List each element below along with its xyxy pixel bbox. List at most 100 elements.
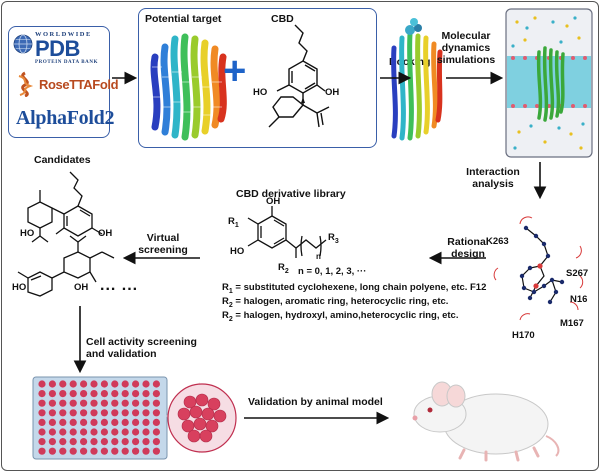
plate-well [38, 390, 46, 398]
residue-m167: M167 [560, 318, 584, 329]
mouse-image [412, 381, 560, 462]
plate-well [132, 418, 140, 426]
library-n-values: n = 0, 1, 2, 3, ··· [298, 266, 367, 277]
plate-well [142, 409, 150, 417]
plate-well [121, 418, 129, 426]
plate-well [38, 438, 46, 446]
plate-well [48, 447, 56, 455]
plate-well [80, 390, 88, 398]
plate-well [152, 399, 160, 407]
plate-well [59, 390, 67, 398]
plate-well [48, 438, 56, 446]
plate-well [111, 438, 119, 446]
plate-well [152, 418, 160, 426]
plate-well [142, 447, 150, 455]
protein-structure-image [150, 33, 227, 141]
plate-well [90, 390, 98, 398]
plate-well [142, 380, 150, 388]
plate-well [152, 438, 160, 446]
plate-well [152, 409, 160, 417]
plate-well [152, 447, 160, 455]
plate-well [80, 409, 88, 417]
plate-well [132, 399, 140, 407]
pdb-logo-bottom: PROTEIN DATA BANK [35, 60, 99, 65]
plate-well [90, 447, 98, 455]
rational-label-1: Rational [447, 236, 489, 248]
plate-well [90, 380, 98, 388]
plate-well [111, 390, 119, 398]
plate-well [121, 399, 129, 407]
plate-well [69, 418, 77, 426]
library-def-r1: R1 = substituted cyclohexene, long chain… [222, 282, 468, 295]
plate-well [142, 418, 150, 426]
plate-well [90, 418, 98, 426]
plate-well [111, 418, 119, 426]
plate-well [142, 438, 150, 446]
plate-well [80, 399, 88, 407]
structure-database-box: WORLDWIDE PDB PROTEIN DATA BANK RoseTTAF… [8, 26, 119, 138]
virtual-label-2: screening [138, 244, 188, 256]
plate-well [152, 428, 160, 436]
plate-well [69, 390, 77, 398]
plate-well [121, 428, 129, 436]
cell-screening-label-2: and validation [86, 348, 157, 360]
target-cbd-box: Potential target CBD + [138, 8, 377, 148]
plate-well [100, 399, 108, 407]
plate-well [59, 428, 67, 436]
plate-well [132, 428, 140, 436]
plate-well [111, 409, 119, 417]
plate-well [80, 447, 88, 455]
plate-well [80, 438, 88, 446]
plate-well [121, 447, 129, 455]
residue-k263: K263 [486, 236, 509, 247]
plate-well [142, 390, 150, 398]
pdb-logo: PDB [35, 36, 80, 61]
library-title: CBD derivative library [236, 188, 346, 200]
plate-well [111, 399, 119, 407]
candidate2-oh-label: OH [74, 282, 89, 293]
cell-screening-label-1: Cell activity screening [86, 336, 197, 348]
plate-well [132, 447, 140, 455]
plate-well [69, 438, 77, 446]
interaction-diagram [493, 216, 584, 321]
virtual-label-1: Virtual [146, 232, 180, 244]
candidate2-ho-label: HO [12, 282, 27, 293]
plate-well [38, 418, 46, 426]
alphafold2-logo: AlphaFold2 [16, 107, 115, 129]
library-def-r2b: R2 = halogen, hydroxyl, amino,heterocycl… [222, 310, 459, 323]
plate-well [132, 390, 140, 398]
potential-target-label: Potential target [145, 13, 222, 25]
cbd-label: CBD [271, 13, 294, 25]
zoom-lens-image [166, 382, 237, 454]
candidate1-oh-label: OH [98, 228, 113, 239]
library-def-r2a: R2 = halogen, aromatic ring, heterocycli… [222, 296, 449, 309]
plate-well [152, 380, 160, 388]
plate-well [59, 447, 67, 455]
plate-well [100, 380, 108, 388]
interaction-label-2: analysis [472, 178, 514, 190]
plate-well [69, 399, 77, 407]
plate-well [38, 447, 46, 455]
plate-well [121, 390, 129, 398]
docked-complex-image [391, 18, 443, 141]
plate-well [100, 390, 108, 398]
plate-well [90, 428, 98, 436]
cbd-oh-label: OH [325, 87, 340, 98]
plate-well [100, 438, 108, 446]
rational-label-2: design [451, 248, 485, 260]
library-r1-label: R1 [228, 216, 239, 229]
pdb-logo-top: WORLDWIDE [35, 31, 92, 38]
residue-f12: F12 [470, 282, 487, 293]
rosettafold-icon [18, 71, 34, 97]
plate-well [100, 428, 108, 436]
plate-well [48, 399, 56, 407]
plate-well [48, 418, 56, 426]
plate-well [69, 428, 77, 436]
plate-well [111, 428, 119, 436]
plate-well [48, 380, 56, 388]
plate-well [142, 399, 150, 407]
plate-well [142, 428, 150, 436]
candidates-title: Candidates [34, 154, 91, 166]
library-ho-label: HO [230, 246, 245, 257]
